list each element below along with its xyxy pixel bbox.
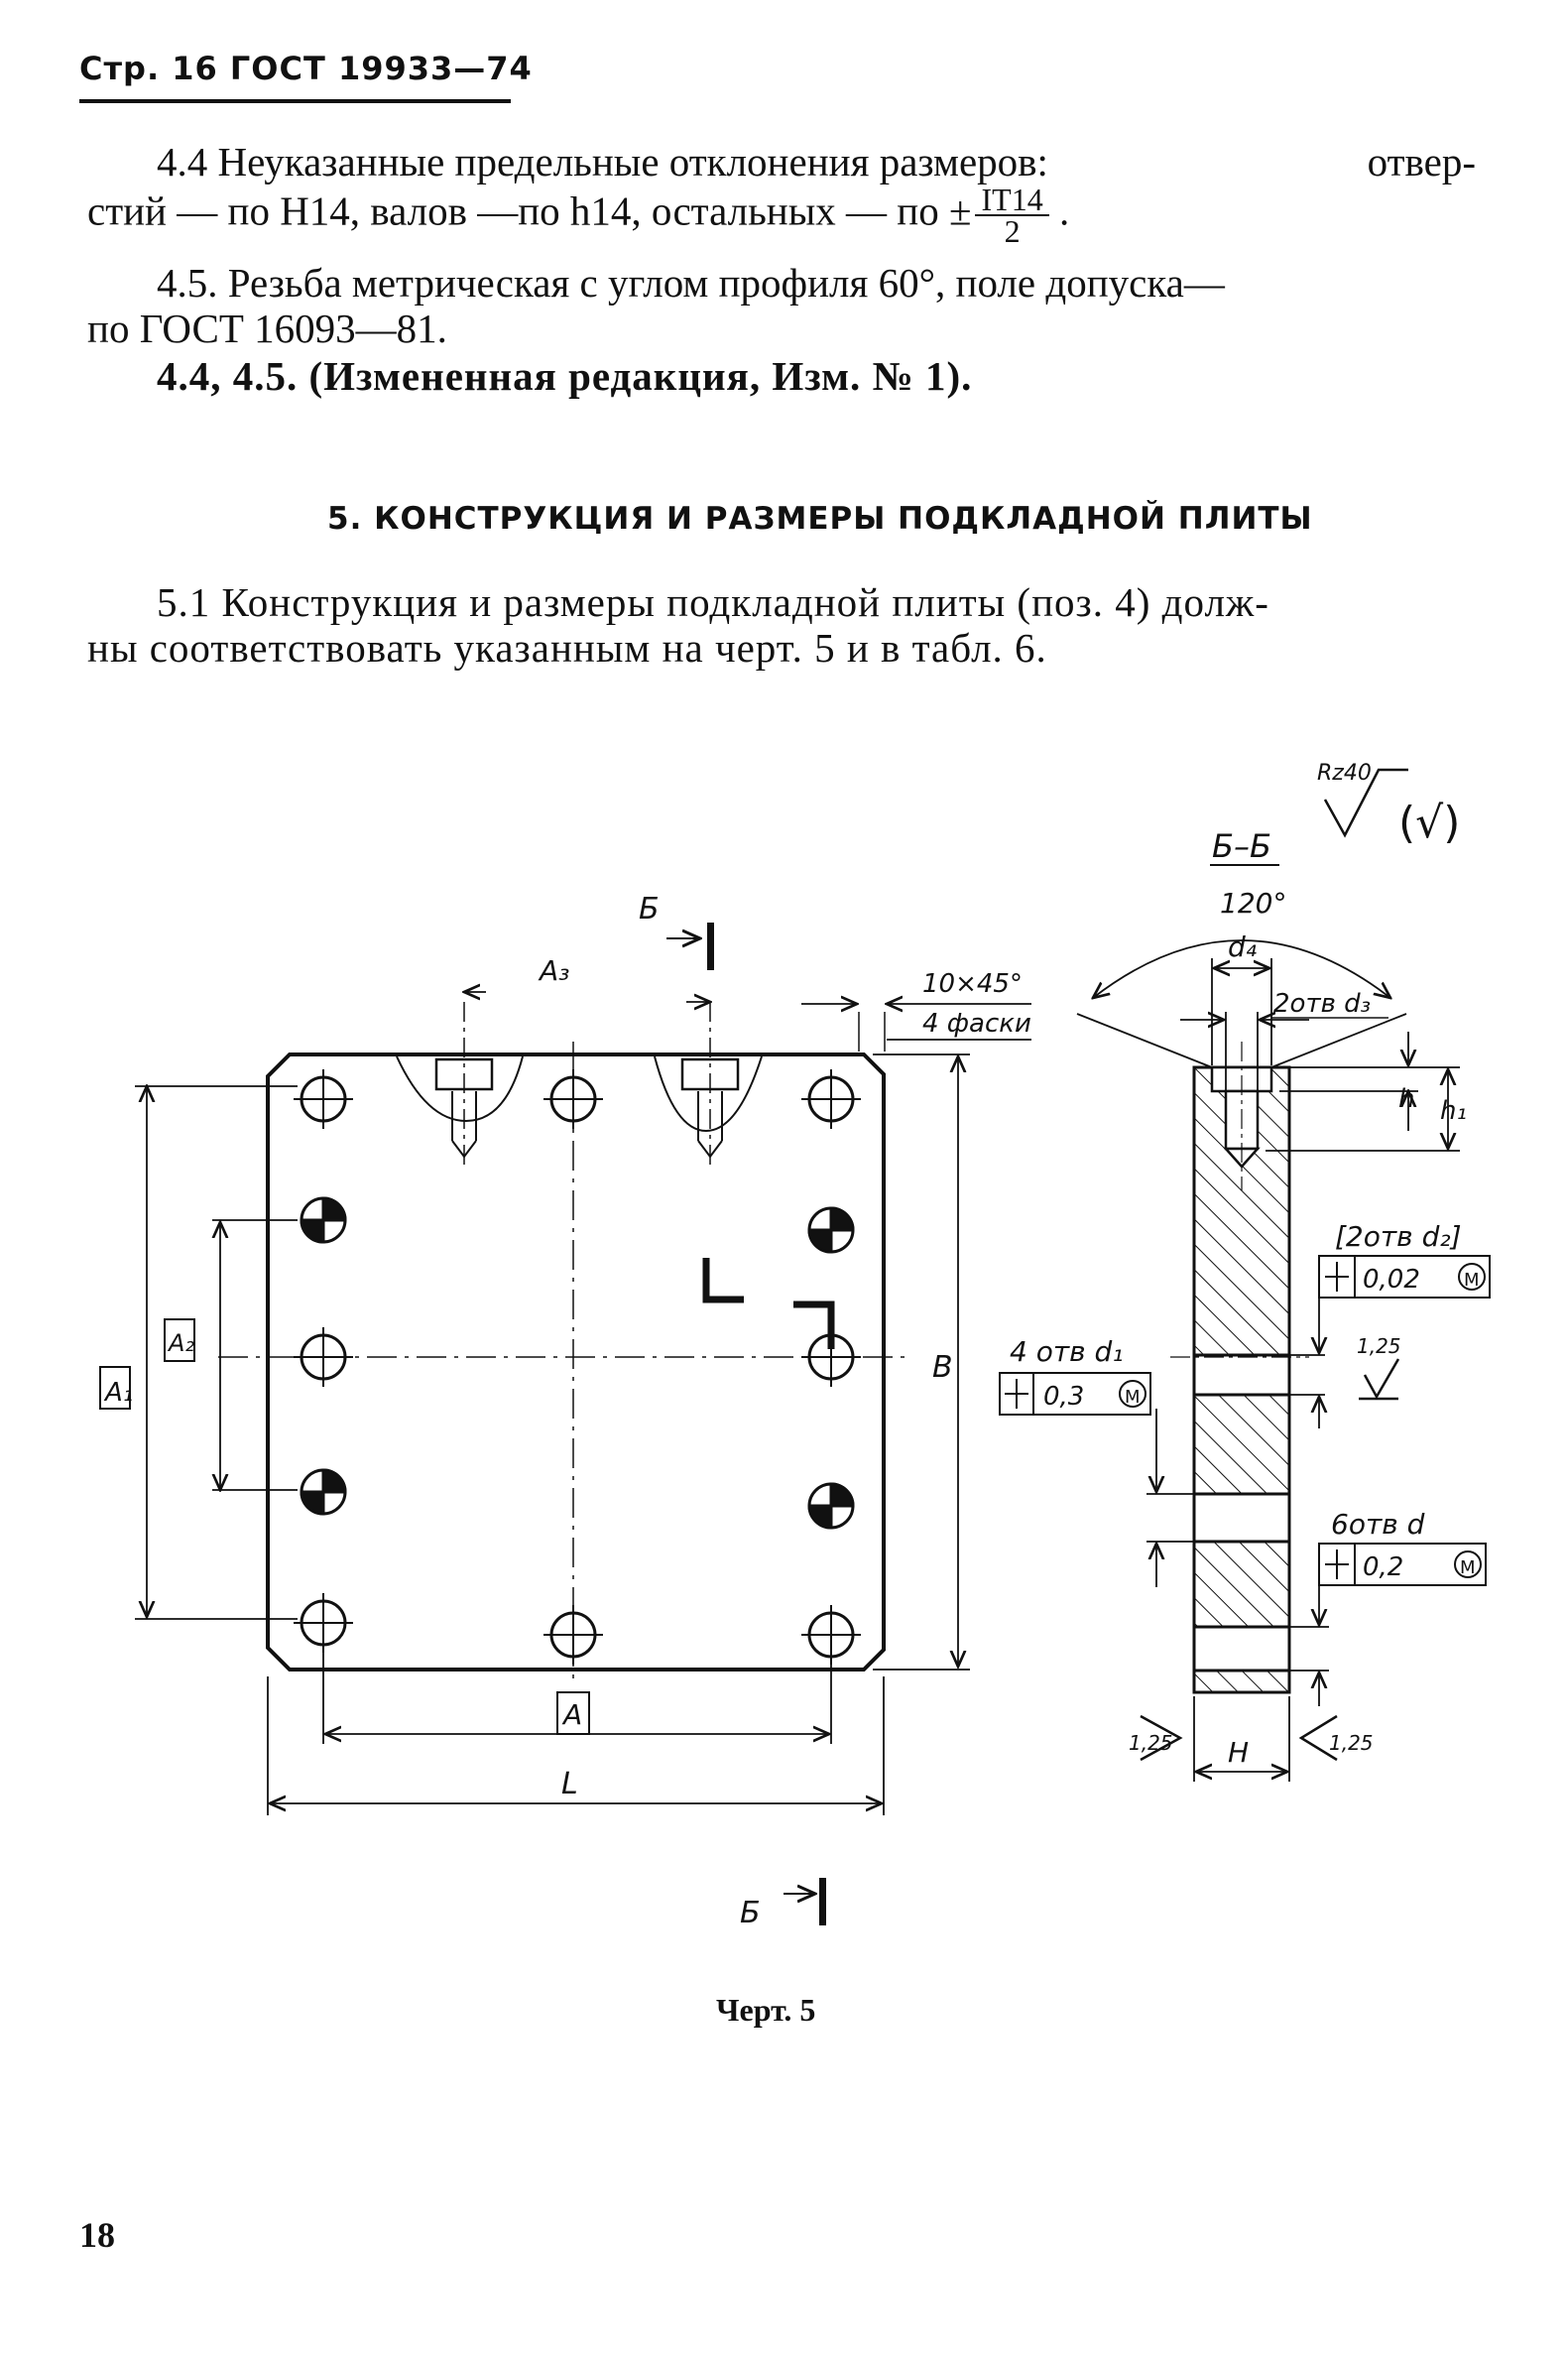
h-label: h <box>1398 1084 1414 1114</box>
page-number: 18 <box>79 2215 115 2255</box>
holes-d-label: 6отв d <box>1331 1508 1425 1541</box>
l-label: L <box>561 1767 578 1801</box>
tol-d2-value: 0,02 <box>1363 1265 1420 1295</box>
p44-fraction-denominator: 2 <box>1004 213 1021 249</box>
roughness-paren: (√) <box>1398 798 1460 848</box>
hole-bottom-right <box>801 1605 861 1665</box>
edge-roughness-left-icon <box>1140 1714 1183 1762</box>
section-cut-marks <box>666 923 826 1925</box>
p51-line1: 5.1 Конструкция и размеры подкладной пли… <box>157 579 1269 625</box>
locating-pin-holes <box>300 1196 855 1530</box>
edge-roughness-left-label: 1,25 <box>1129 1731 1173 1755</box>
p45-line2: по ГОСТ 16093—81. <box>87 306 447 351</box>
hole-bottom-left <box>294 1593 353 1653</box>
holes-d3-label: 2отв d₃ <box>1273 989 1371 1019</box>
angle-label: 120° <box>1220 887 1286 920</box>
p51-line2: ны соответствовать указанным на черт. 5 … <box>87 625 1047 671</box>
page-header: Стр. 16 ГОСТ 19933—74 <box>79 50 533 87</box>
amendment-note: 4.4, 4.5. (Измененная редакция, Изм. № 1… <box>157 353 973 399</box>
mod-d1: M <box>1125 1387 1141 1408</box>
thread-section-right <box>654 1055 763 1133</box>
a1-label: A₁ <box>103 1378 133 1408</box>
plate-outline <box>266 1053 886 1672</box>
hole-top-left <box>294 1069 353 1129</box>
pin-hole-upper-right <box>807 1206 855 1254</box>
mod-d: M <box>1460 1557 1476 1578</box>
section-cut-top-label: Б <box>639 892 660 927</box>
b-label: B <box>932 1350 953 1385</box>
hole-top-right <box>801 1069 861 1129</box>
p44-line1-end: отвер- <box>1367 139 1476 185</box>
roughness-hole-label: 1,25 <box>1357 1334 1401 1358</box>
mod-d2: M <box>1464 1270 1480 1291</box>
holes-d1-label: 4 отв d₁ <box>1010 1335 1124 1368</box>
tol-d-value: 0,2 <box>1363 1552 1403 1582</box>
pin-hole-lower-right <box>807 1482 855 1530</box>
edge-roughness-right-icon <box>1298 1714 1338 1762</box>
pin-hole-lower-left <box>300 1468 347 1516</box>
a-label: A <box>561 1698 582 1731</box>
section-dimensions <box>1076 939 1460 1782</box>
d4-label: d₄ <box>1228 930 1257 963</box>
header-rule <box>79 99 511 103</box>
hole-top-middle <box>543 1069 603 1129</box>
a3-label: A₃ <box>538 954 569 987</box>
p44-line2: стий — по H14, валов —по h14, остальных … <box>87 187 972 234</box>
roughness-hole-icon <box>1363 1358 1400 1400</box>
p45-line1: 4.5. Резьба метрическая с углом профиля … <box>157 260 1225 306</box>
pin-hole-upper-left <box>300 1196 347 1244</box>
hole-bottom-middle <box>543 1605 603 1665</box>
roughness-symbols <box>1140 768 1408 1762</box>
paragraph-4-4: 4.4 Неуказанные предельные отклонения ра… <box>87 139 1476 249</box>
section-title: 5. КОНСТРУКЦИЯ И РАЗМЕРЫ ПОДКЛАДНОЙ ПЛИТ… <box>327 501 1313 537</box>
hole-mid-left <box>294 1327 353 1387</box>
p44-fraction-numerator: IT14 <box>975 184 1049 216</box>
a2-label: A₂ <box>167 1329 194 1357</box>
tolerance-frames <box>999 1255 1491 1586</box>
chamfer-size-label: 10×45° <box>922 969 1023 999</box>
section-cut-bottom-label: Б <box>740 1896 761 1930</box>
h1-label: h₁ <box>1440 1096 1467 1126</box>
tol-d1-value: 0,3 <box>1043 1382 1084 1412</box>
chamfer-count-label: 4 фаски <box>922 1009 1031 1039</box>
p44-line1: 4.4 Неуказанные предельные отклонения ра… <box>157 139 1048 185</box>
paragraph-4-5: 4.5. Резьба метрическая с углом профиля … <box>87 260 1476 351</box>
roughness-main-icon <box>1323 768 1408 838</box>
holes-d2-label: [2отв d₂] <box>1335 1220 1462 1253</box>
corner-marks <box>702 1258 835 1349</box>
section-view <box>1170 1042 1309 1694</box>
plate-holes <box>294 1069 861 1665</box>
paragraph-5-1: 5.1 Конструкция и размеры подкладной пли… <box>87 579 1476 671</box>
roughness-label: Rz40 <box>1317 761 1372 786</box>
datum-boxes <box>99 1318 590 1735</box>
plate-dimensions <box>135 992 1031 1815</box>
figure-caption: Черт. 5 <box>716 1992 816 2028</box>
edge-roughness-right-label: 1,25 <box>1329 1731 1374 1755</box>
thread-section-left <box>396 1055 524 1123</box>
h-thickness-label: H <box>1228 1736 1249 1769</box>
section-name: Б–Б <box>1212 827 1271 865</box>
